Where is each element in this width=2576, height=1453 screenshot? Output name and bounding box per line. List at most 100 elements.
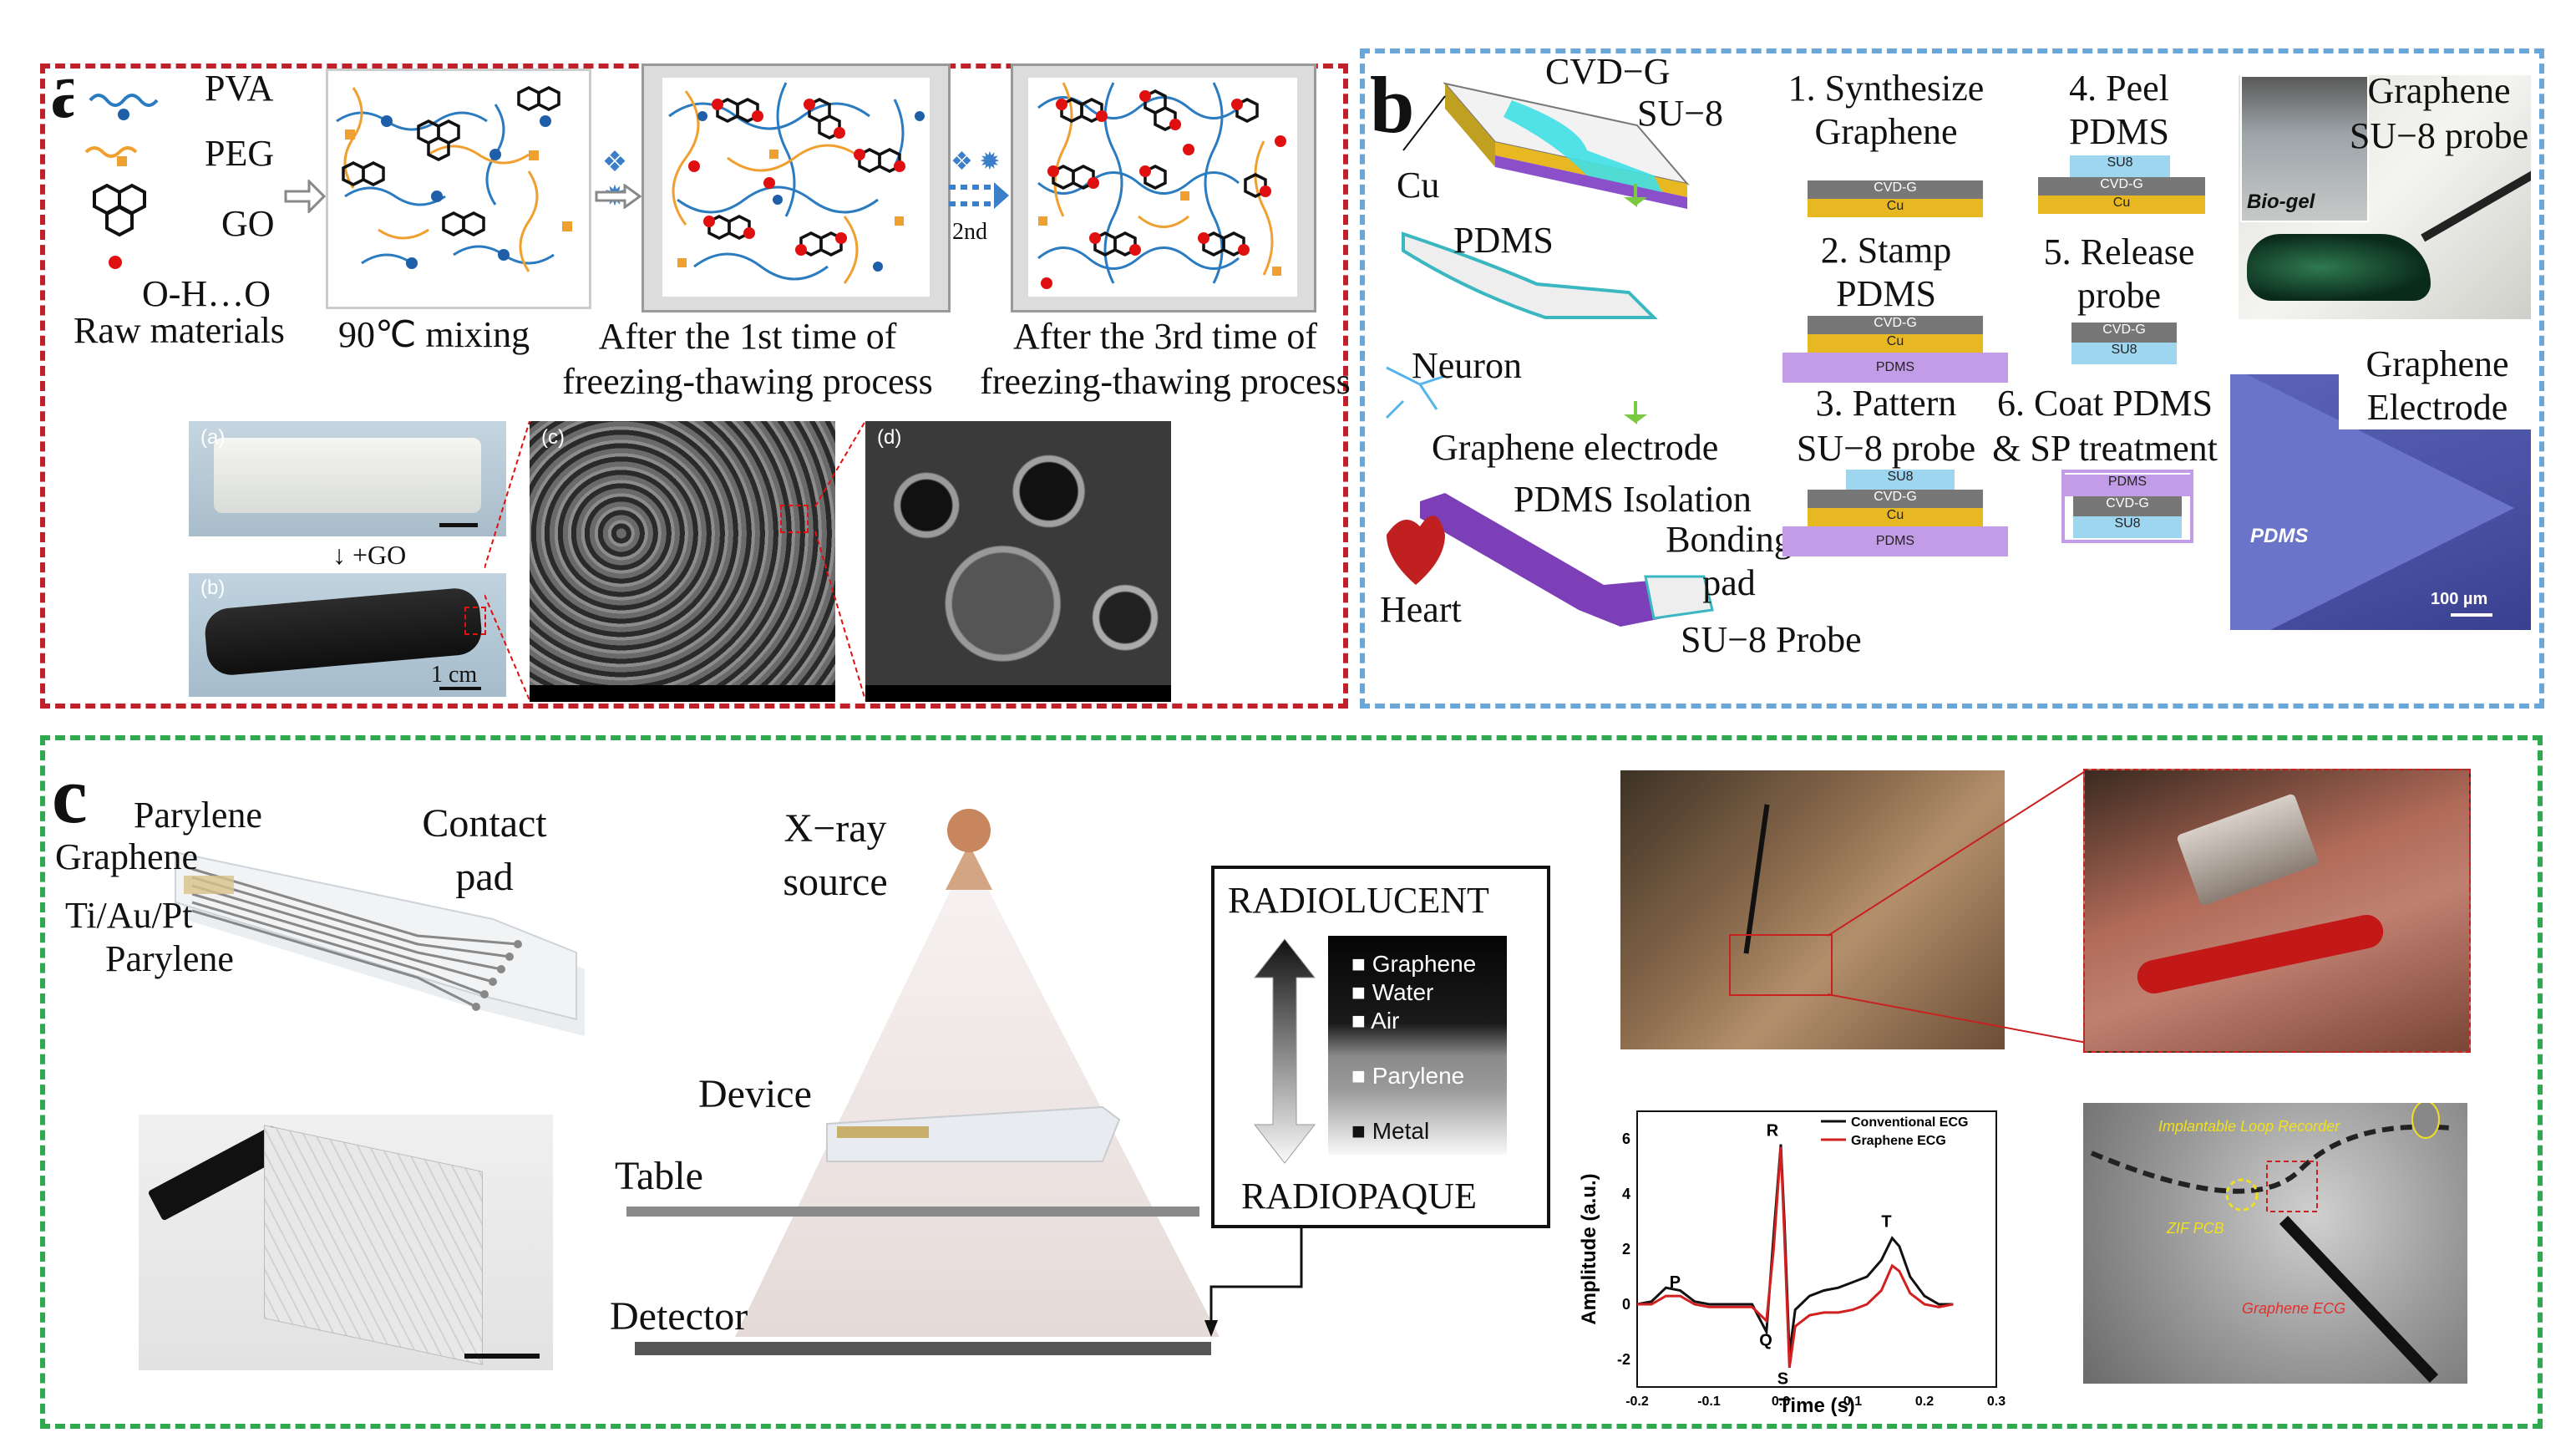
sem-photo-d: (d) — [865, 421, 1171, 702]
radiopaque-label: RADIOPAQUE — [1241, 1176, 1477, 1217]
raw-materials-box — [74, 69, 282, 311]
panel-c-letter: c — [52, 750, 88, 840]
radio-item-metal-text: Metal — [1372, 1118, 1430, 1144]
label-cvd-g: CVD−G — [1545, 51, 1671, 92]
radio-gradient-arrow — [1253, 938, 1316, 1164]
cycle1-network-drawing — [662, 78, 930, 297]
label-bonding-pad: Bonding pad — [1666, 519, 1793, 603]
step1-layer-cu: Cu — [1808, 199, 1983, 217]
third-cycle-caption: After the 3rd time of freezing-thawing p… — [980, 316, 1351, 402]
probe-photo-title: Graphene SU−8 probe — [2349, 70, 2529, 156]
label-neuron: Neuron — [1412, 345, 1522, 386]
step6-layer-cvdg: CVD-G — [2073, 496, 2182, 516]
label-metal-layer: Ti/Au/Pt — [65, 895, 193, 936]
second-cycle-label: 2nd — [952, 219, 987, 245]
label-su8-top: SU−8 — [1637, 93, 1724, 134]
sem-zoom-box — [780, 505, 809, 533]
radio-item-water-text: Water — [1372, 979, 1434, 1005]
radio-item-graphene: ■ Graphene — [1351, 951, 1477, 977]
clear-gel-strip — [214, 438, 481, 513]
radio-material-bar — [1328, 936, 1507, 1155]
ecg-annotation-p: P — [1670, 1273, 1681, 1292]
step-arrow-1 — [284, 180, 326, 213]
tweezers — [2421, 167, 2531, 242]
scale-bar-a — [439, 523, 478, 527]
step6-title: 6. Coat PDMS & SP treatment — [1992, 383, 2218, 469]
label-contact-pad: Contact pad — [422, 801, 547, 899]
electrode-title: Graphene Electrode — [2366, 343, 2509, 428]
ecg-x-tick-5: 0.3 — [1987, 1395, 2006, 1409]
zif-pcb-label: ZIF PCB — [2167, 1220, 2224, 1237]
radio-item-water: ■ Water — [1351, 979, 1434, 1005]
ecg-legend-graphene: Graphene ECG — [1851, 1134, 1946, 1148]
cycle3-network — [1011, 64, 1316, 312]
sem-info-bar-d — [865, 685, 1171, 702]
scale-label-b: 1 cm — [431, 662, 478, 688]
electrode-title-bg — [2339, 343, 2536, 429]
first-cycle-caption: After the 1st time of freezing-thawing p… — [562, 316, 933, 402]
step2-title: 2. Stamp PDMS — [1820, 230, 1952, 314]
step4-layer-cu: Cu — [2038, 196, 2205, 214]
step3-title: 3. Pattern SU−8 probe — [1796, 383, 1976, 469]
step2-layer-cvdg: CVD-G — [1808, 316, 1983, 334]
ecg-y-tick-1: 0 — [1622, 1296, 1630, 1313]
step4-layer-su8: SU8 — [2070, 155, 2170, 177]
radio-item-air: ■ Air — [1351, 1008, 1400, 1034]
label-graphene-electrode: Graphene electrode — [1432, 427, 1719, 468]
ecg-y-axis-label: Amplitude (a.u.) — [1578, 1173, 1600, 1324]
step3-layer-pdms: PDMS — [1782, 526, 2008, 556]
ecg-legend: Conventional ECG Graphene ECG — [1821, 1115, 1968, 1148]
step5-layer-su8: SU8 — [2071, 343, 2177, 364]
label-heart: Heart — [1380, 589, 1462, 630]
detector-pointer — [1204, 1228, 1303, 1337]
legend-pva: PVA — [205, 68, 274, 109]
fluoroscopy-drawing — [2090, 1103, 2452, 1383]
ecg-y-tick-2: 2 — [1622, 1241, 1630, 1257]
step4-layer-cvdg: CVD-G — [2038, 177, 2205, 196]
xray-table-label: Table — [615, 1154, 703, 1198]
panel-c-frame — [40, 735, 2543, 1429]
mixing-network-drawing — [336, 86, 572, 272]
label-d: (d) — [877, 426, 902, 449]
step3-layer-cvdg: CVD-G — [1808, 490, 1983, 508]
ecg-y-tick-4: 6 — [1622, 1130, 1630, 1147]
cycle3-network-drawing — [1028, 78, 1297, 297]
step2-layer-cu: Cu — [1808, 334, 1983, 353]
label-su8-probe: SU−8 Probe — [1681, 619, 1862, 660]
label-pdms-isolation: PDMS Isolation — [1514, 479, 1752, 520]
ecg-x-tick-2: 0.0 — [1772, 1395, 1790, 1409]
step2-layer-pdms: PDMS — [1782, 353, 2008, 383]
micro-scale-label: 100 µm — [2431, 590, 2488, 608]
step-arrow-2 — [595, 184, 641, 209]
xray-detector-label: Detector — [610, 1294, 748, 1339]
mixing-label: 90℃ mixing — [338, 314, 530, 355]
scale-bar-b — [439, 687, 481, 690]
loop-recorder-label: Implantable Loop Recorder — [2158, 1118, 2340, 1135]
radio-item-graphene-text: Graphene — [1372, 951, 1477, 977]
hand-zoom-box — [1729, 934, 1833, 996]
label-cu: Cu — [1397, 165, 1440, 206]
step3-layer-su8: SU8 — [1846, 470, 1955, 490]
incision-wound — [2134, 912, 2386, 997]
raw-materials-caption: Raw materials — [74, 310, 285, 351]
fabrication-schematic — [1385, 82, 1714, 627]
graphene-ecg-label: Graphene ECG — [2242, 1300, 2346, 1317]
step4-title: 4. Peel PDMS — [2069, 68, 2169, 152]
step1-title: 1. Synthesize Graphene — [1787, 68, 1985, 152]
hand-zoom-lines — [1828, 770, 2087, 1044]
legend-peg: PEG — [205, 133, 275, 174]
freeze-thaw-icons-2: ❖ ✹ — [951, 148, 1001, 175]
ecg-y-tick-3: 4 — [1622, 1186, 1630, 1202]
flexible-device-photo — [139, 1115, 553, 1370]
step1-layer-cvdg: CVD-G — [1808, 180, 1983, 199]
legend-go: GO — [221, 203, 275, 244]
ecg-x-tick-0: -0.2 — [1625, 1395, 1649, 1409]
ecg-annotation-t: T — [1881, 1213, 1891, 1232]
hydrogel-photo-b: (b) — [189, 573, 506, 697]
step5-title: 5. Release probe — [2043, 231, 2195, 316]
ecg-series-line-1 — [1637, 1146, 1954, 1369]
legend-bond: O-H…O — [142, 273, 271, 314]
label-b: (b) — [200, 577, 226, 599]
radio-item-metal: ■ Metal — [1351, 1118, 1430, 1144]
